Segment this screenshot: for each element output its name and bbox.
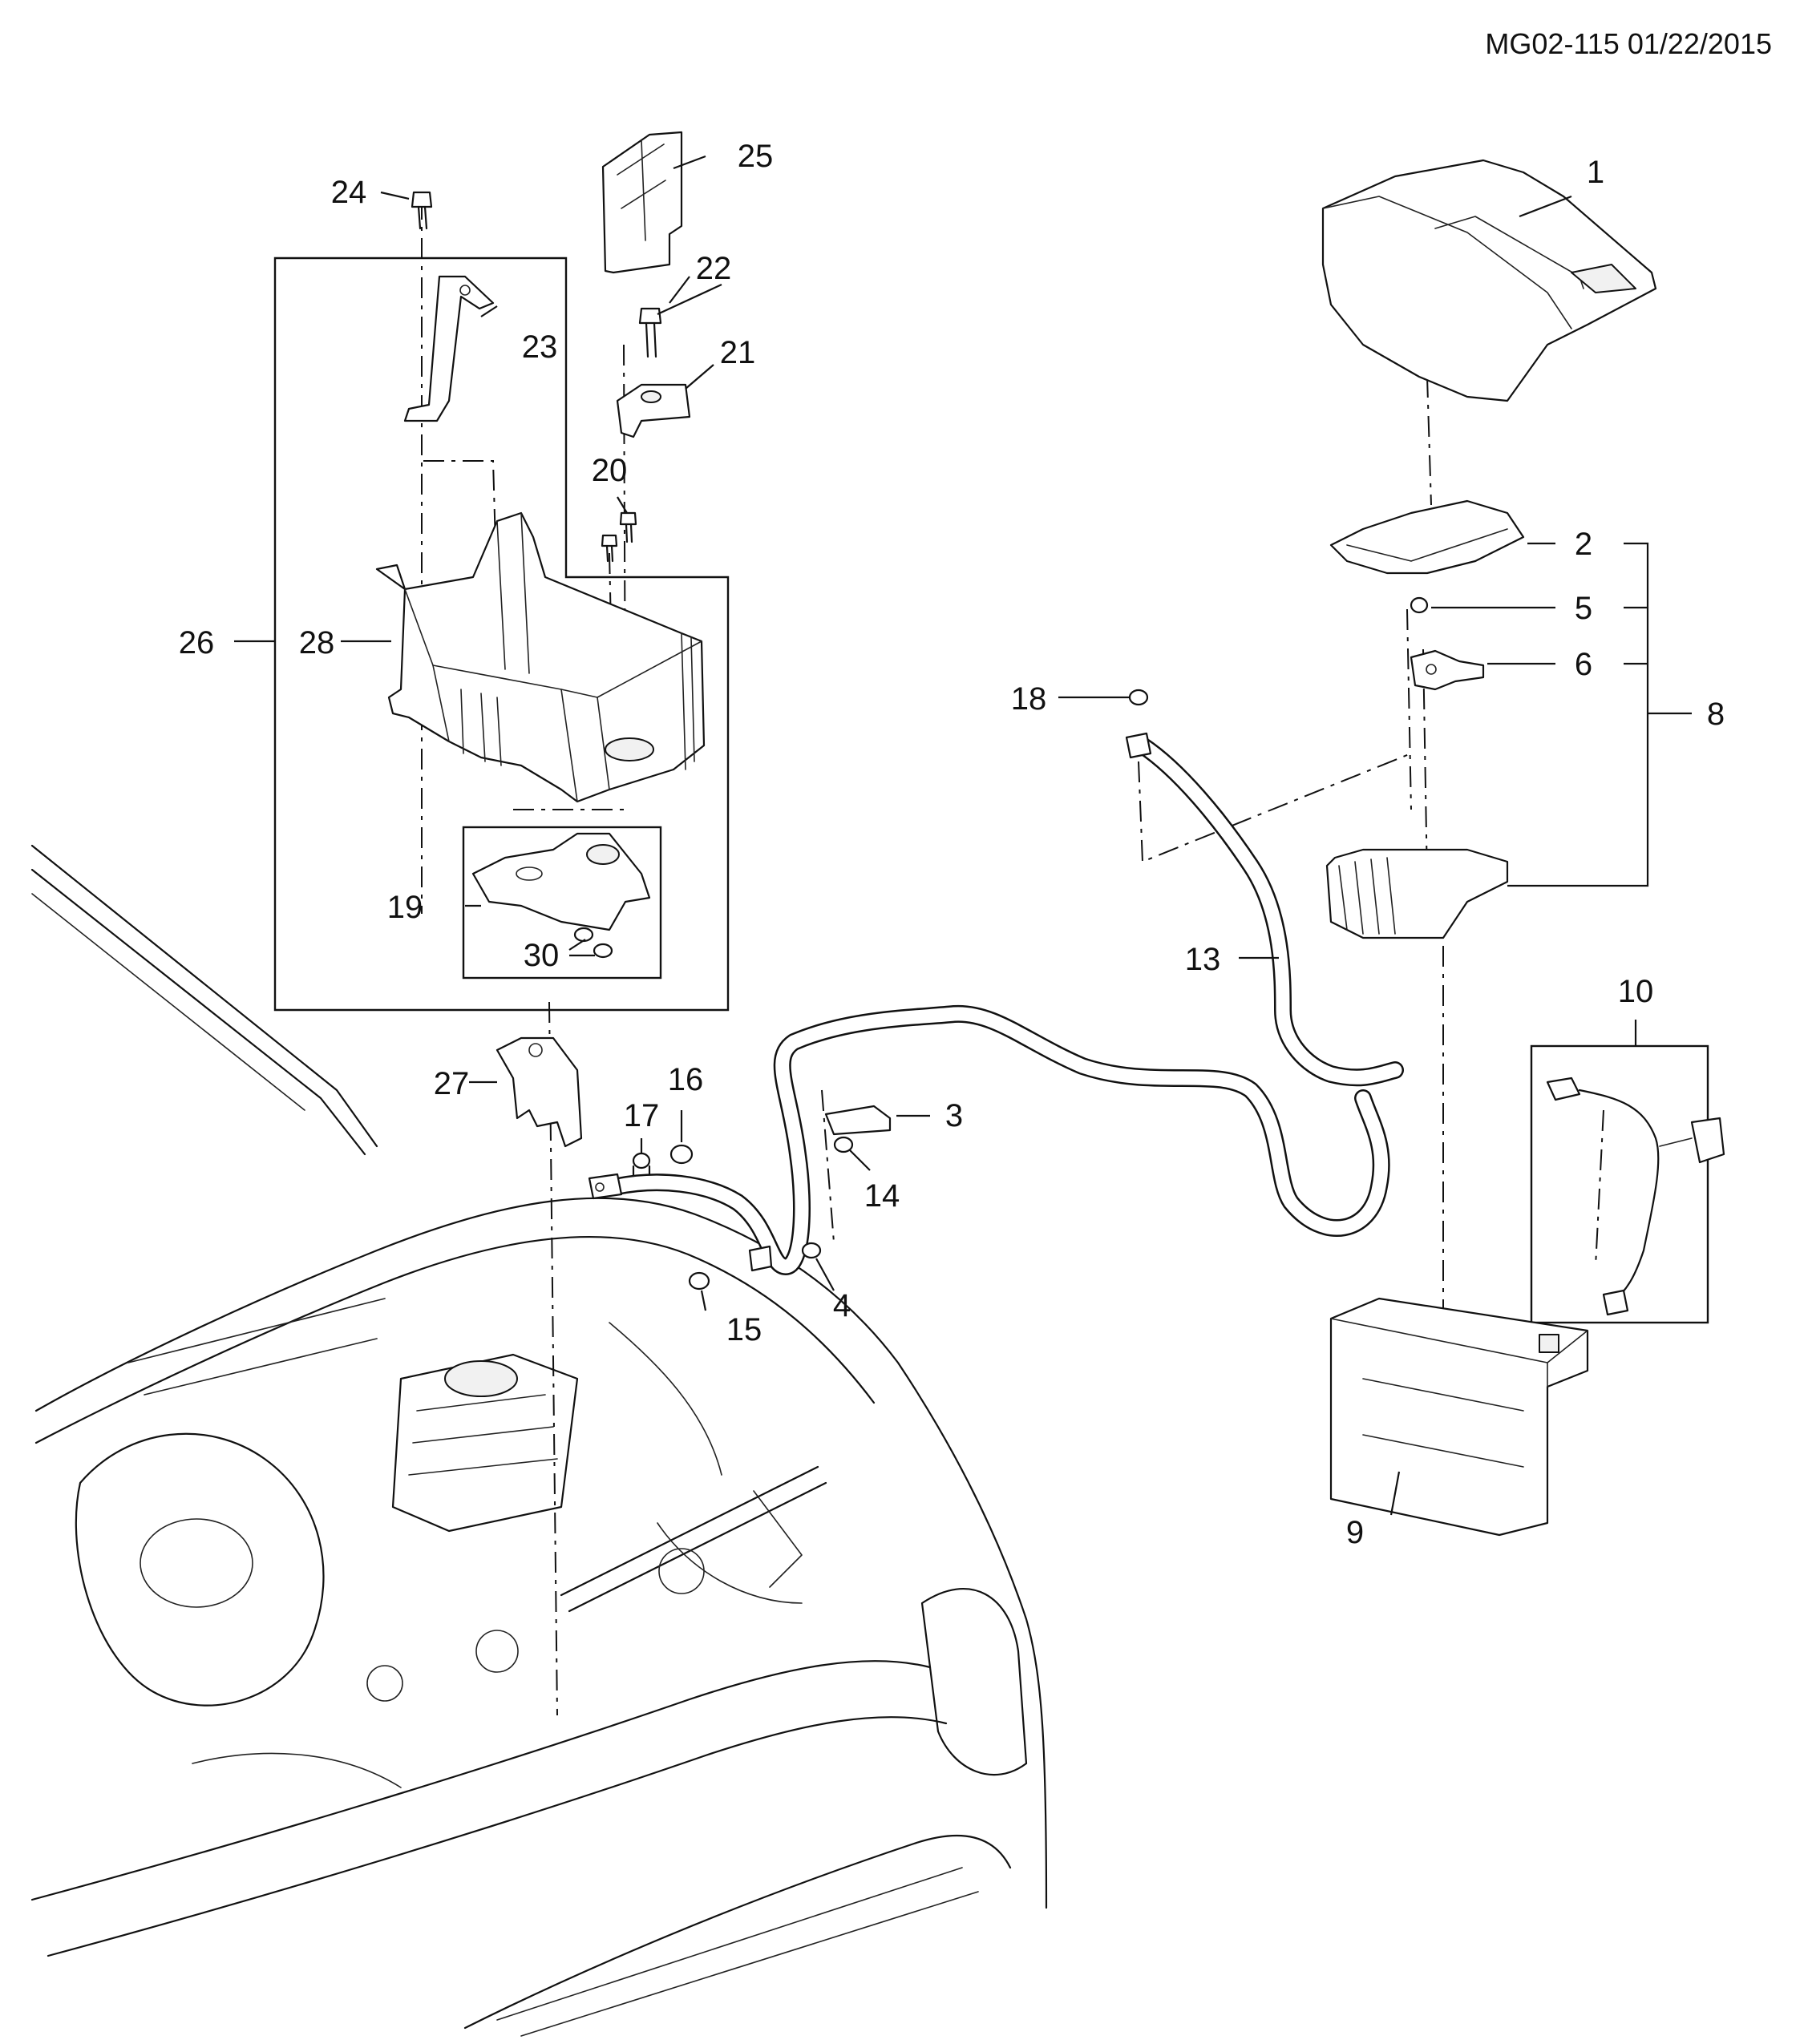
part-18-nut [1128,689,1149,706]
callout-22: 22 [696,251,732,286]
part-1-battery-cover [1321,159,1657,402]
part-25-bracket [601,131,683,274]
callout-5: 5 [1575,591,1592,626]
part-24-bolt [411,191,433,230]
callout-4: 4 [833,1288,851,1323]
part-20-bolts [601,511,637,563]
callout-25: 25 [738,139,774,174]
callout-28: 28 [299,625,335,660]
part-9-battery [1329,1297,1589,1537]
callout-26: 26 [179,625,215,660]
part-22-bolt [638,307,662,358]
callout-30: 30 [524,938,560,973]
leader-lines [234,155,1692,1516]
callout-8: 8 [1707,697,1725,732]
part-16-grommet [669,1144,694,1165]
part-30-nuts [573,927,613,959]
part-15-nut [688,1271,710,1291]
callout-labels: 1 2 3 4 5 6 8 9 10 13 14 15 16 17 18 19 … [179,139,1725,1550]
group-box-26 [273,257,730,1012]
document-id: MG02-115 01/22/2015 [1485,27,1772,60]
part-23-strap [403,275,495,422]
group-box-19 [462,826,662,980]
callout-16: 16 [668,1062,704,1097]
part-27-bracket [495,1036,583,1148]
callout-27: 27 [434,1066,470,1101]
engine-bay-illustration [30,844,1048,2037]
part-5-nut [1410,596,1429,614]
callout-13: 13 [1185,942,1221,977]
part-fuse-block [1325,848,1509,939]
part-6-terminal [1410,649,1485,691]
callout-17: 17 [624,1098,660,1133]
callout-1: 1 [1587,155,1604,190]
part-14-nut [833,1136,854,1153]
callout-15: 15 [726,1312,762,1347]
callout-21: 21 [720,335,756,370]
callout-9: 9 [1346,1515,1364,1550]
part-13-negative-cable [1125,732,1404,1087]
part-19-tray-base [471,832,651,931]
group-box-10 [1530,1044,1709,1324]
callout-19: 19 [387,890,423,925]
callout-6: 6 [1575,647,1592,682]
part-10-battery-sensor [1546,1077,1725,1316]
callout-23: 23 [522,329,558,365]
part-2-fuse-cover [1329,499,1525,575]
callout-2: 2 [1575,527,1592,562]
part-21-clamp [616,383,691,438]
part-28-battery-tray [375,511,706,803]
part-positive-cable [588,1004,1390,1275]
callout-24: 24 [331,175,367,210]
callout-20: 20 [592,453,628,488]
callout-10: 10 [1618,974,1654,1009]
callout-3: 3 [945,1098,963,1133]
part-4-nut [801,1242,822,1259]
callout-14: 14 [864,1178,900,1214]
callout-18: 18 [1011,681,1047,717]
